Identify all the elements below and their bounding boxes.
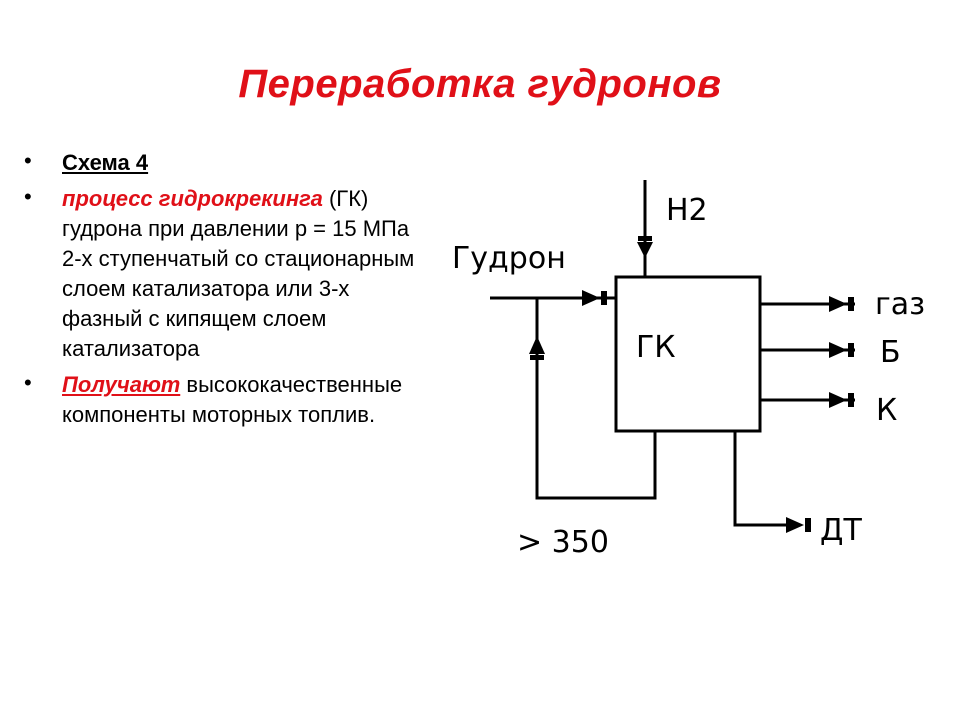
b-arrow-icon: [829, 342, 847, 358]
recycle-line: [535, 298, 657, 500]
recycle-arrow-tail-icon: [530, 355, 544, 360]
bullet-item: • Схема 4: [22, 148, 422, 178]
bullet-dot-icon: •: [24, 148, 32, 173]
unit-label: ГК: [636, 330, 676, 365]
k-label: К: [876, 393, 897, 428]
recycle-arrow-icon: [529, 336, 545, 354]
dt-arrow-tail-icon: [805, 518, 811, 532]
dt-label: ДТ: [820, 513, 862, 548]
h2-label: Н2: [666, 193, 708, 228]
feed-label: Гудрон: [452, 241, 566, 276]
process-description: (ГК) гудрона при давлении р = 15 МПа 2-х…: [62, 186, 415, 361]
slide-title: Переработка гудронов: [238, 62, 722, 106]
gas-arrow-icon: [829, 296, 847, 312]
feed-arrow-tail-icon: [601, 291, 607, 305]
scheme-label: Схема 4: [62, 150, 149, 175]
feed-arrow-icon: [582, 290, 600, 306]
result-label: Получают: [62, 372, 181, 397]
h2-arrow-icon: [637, 242, 653, 258]
bullet-list: • Схема 4 • процесс гидрокрекинга (ГК) г…: [22, 148, 422, 436]
bullet-item: • Получают высококачественные компоненты…: [22, 370, 422, 430]
bullet-item: • процесс гидрокрекинга (ГК) гудрона при…: [22, 184, 422, 364]
result-description: высококачественные компоненты моторных т…: [62, 372, 403, 427]
h2-arrow-tail-icon: [638, 236, 652, 241]
b-arrow-tail-icon: [848, 343, 854, 357]
bullet-dot-icon: •: [24, 184, 32, 209]
k-arrow-icon: [829, 392, 847, 408]
recycle-label: > 350: [517, 525, 609, 560]
reactor-box: [614, 275, 762, 433]
bullet-dot-icon: •: [24, 370, 32, 395]
process-name: процесс гидрокрекинга: [62, 186, 323, 211]
dt-line: [733, 431, 800, 527]
b-label: Б: [880, 335, 901, 370]
k-arrow-tail-icon: [848, 393, 854, 407]
dt-arrow-icon: [786, 517, 804, 533]
gas-arrow-tail-icon: [848, 297, 854, 311]
gas-label: газ: [875, 287, 925, 322]
